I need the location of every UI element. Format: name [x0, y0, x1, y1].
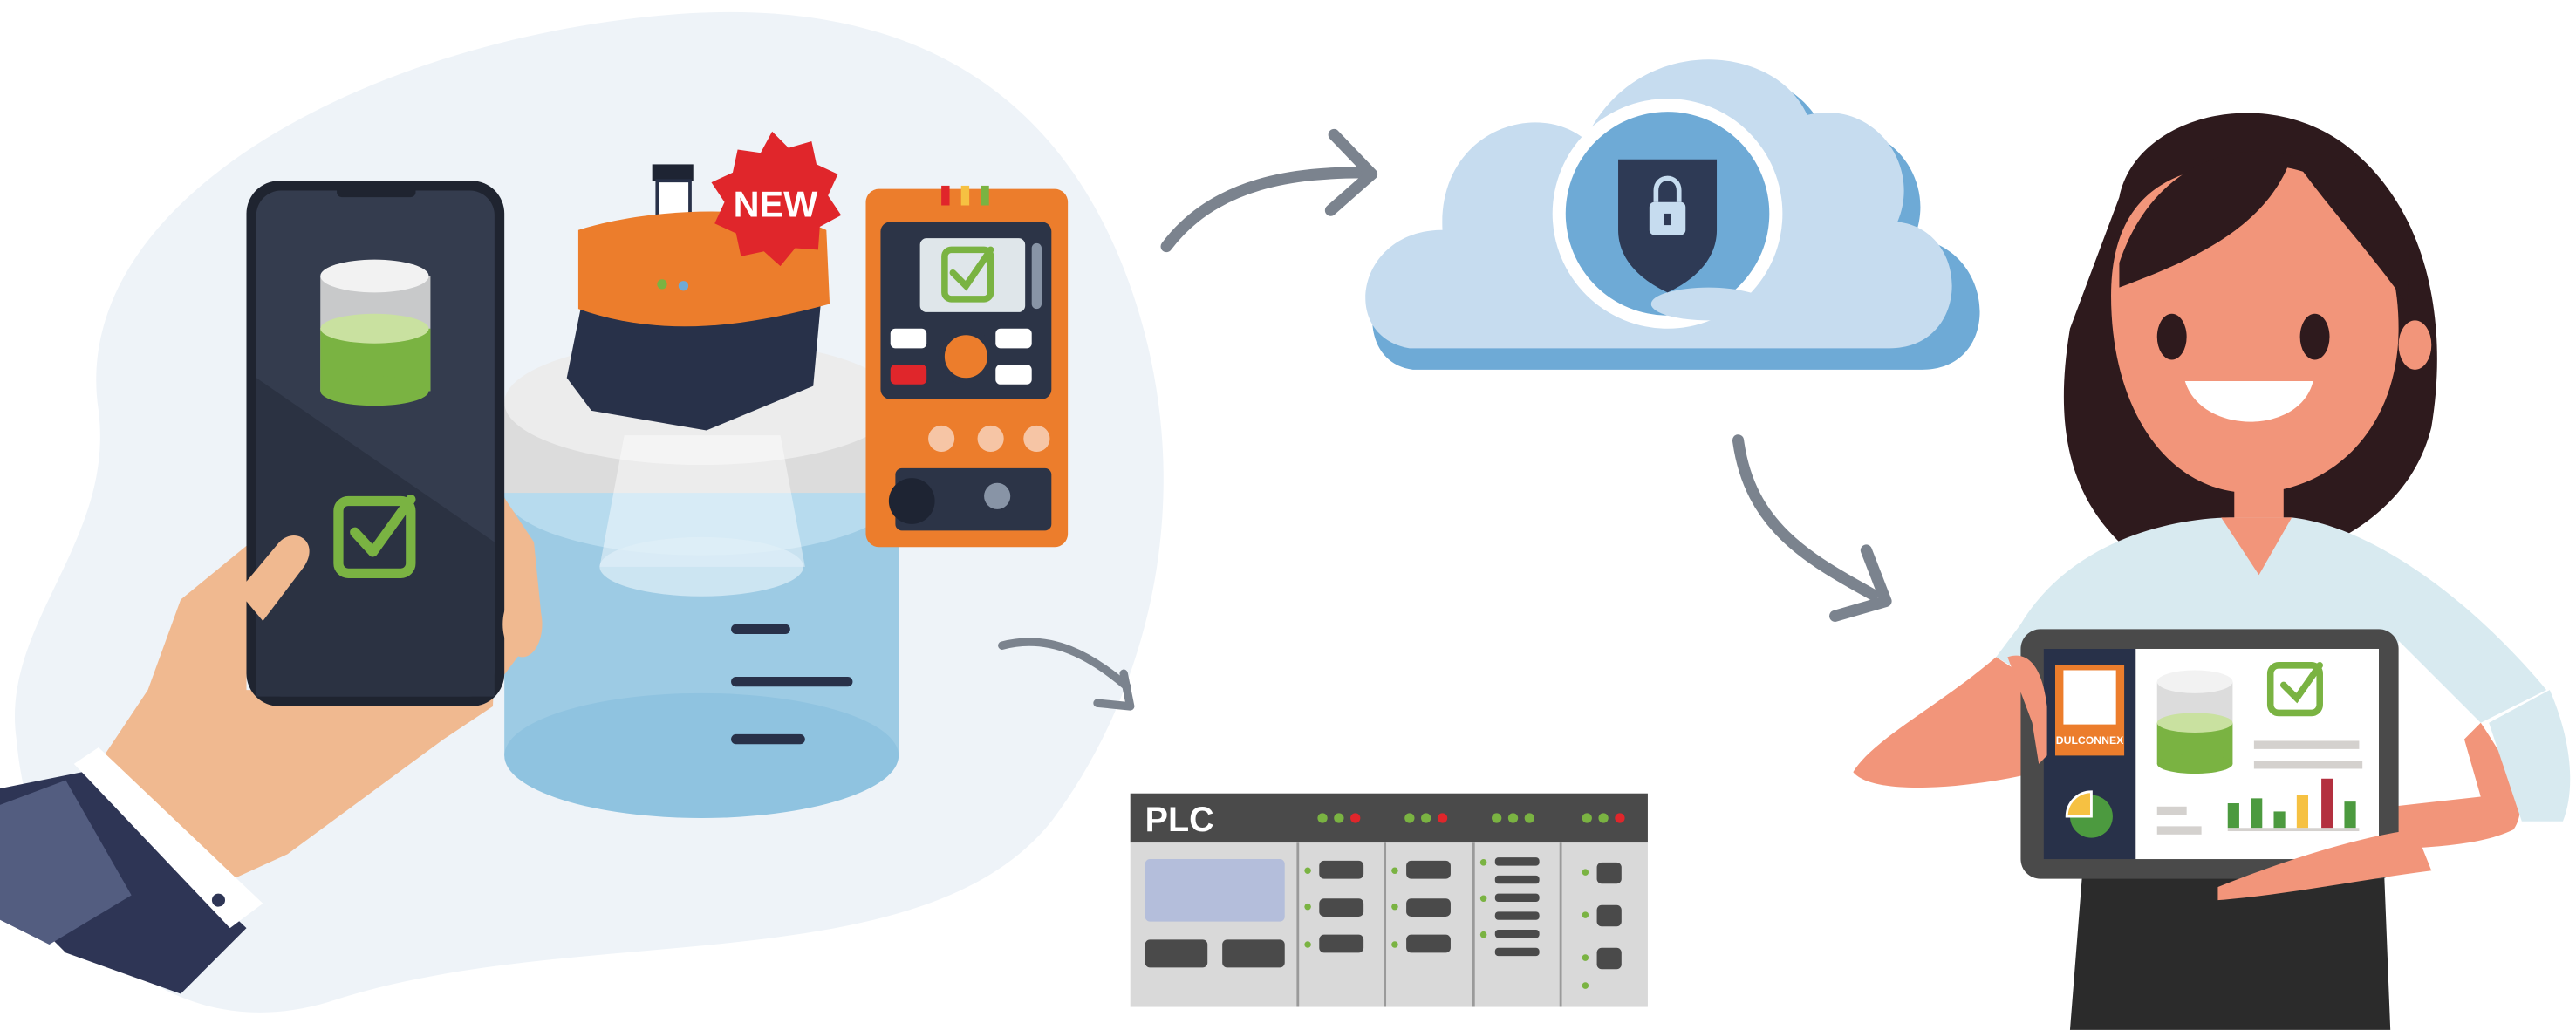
bar-chart-icon [2227, 778, 2360, 832]
checkbox-icon [333, 494, 416, 579]
battery-level-icon [2156, 670, 2233, 774]
plc-label: PLC [1145, 801, 1214, 839]
arrow-head-cloud [1324, 128, 1378, 216]
level-mark [731, 624, 790, 635]
battery-level-icon [320, 259, 431, 406]
hand-with-phone [0, 181, 543, 994]
level-mark [731, 677, 853, 687]
plc-unit: PLC [1130, 793, 1648, 1007]
arrow-to-plc [998, 638, 1131, 692]
arrow-to-cloud [1160, 167, 1370, 253]
tablet-finger [2007, 655, 2047, 764]
pie-chart-icon [2065, 790, 2113, 838]
tablet: DULCONNEX [2007, 629, 2432, 901]
badge-text: NEW [734, 184, 819, 225]
new-badge: NEW [711, 131, 842, 267]
arrow-to-user [1732, 434, 1879, 601]
checkbox-icon [2266, 662, 2323, 717]
tablet-brand: DULCONNEX [2056, 734, 2124, 747]
level-mark [731, 733, 805, 745]
user-woman [1853, 113, 2571, 1030]
arrow-head-user [1829, 544, 1892, 622]
pump-controller [865, 185, 1069, 548]
flow-arrows [998, 128, 1892, 711]
shield-lock-icon [1618, 159, 1718, 293]
cloud [1365, 59, 1980, 370]
checkbox-icon [941, 246, 994, 303]
arrow-head-plc [1093, 669, 1135, 711]
